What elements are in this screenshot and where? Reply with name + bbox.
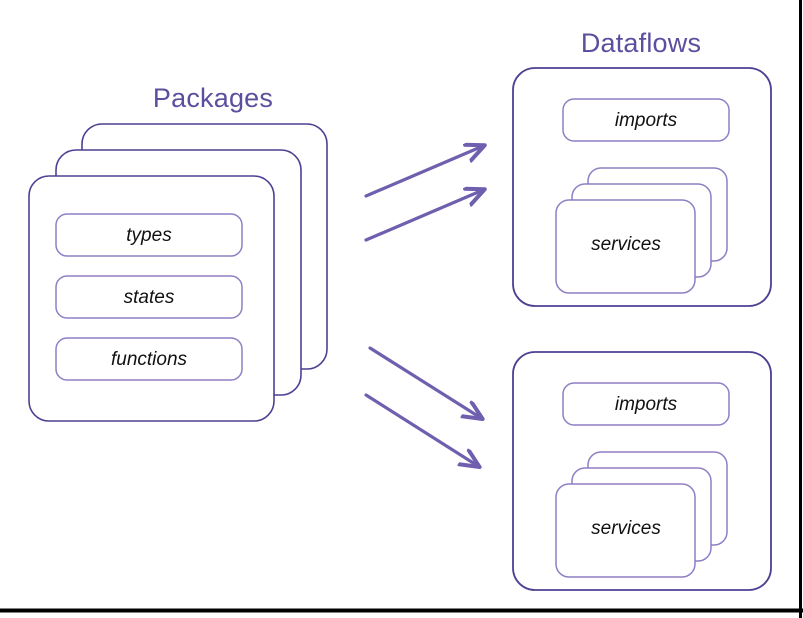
arrow-4 (364, 393, 478, 466)
dataflow-top-imports[interactable]: imports (562, 98, 730, 142)
package-item-states-box[interactable] (55, 275, 243, 319)
dataflow-group-top[interactable]: imports services (512, 67, 772, 307)
dataflow-top-imports-label: imports (615, 110, 678, 131)
dataflow-group-bottom[interactable]: imports services (512, 351, 772, 591)
dataflow-bottom-services-label: services (591, 518, 661, 539)
dataflow-top-imports-box[interactable] (562, 98, 730, 142)
arrows-group (364, 146, 483, 466)
packages-heading: Packages (153, 83, 273, 113)
package-item-states[interactable]: states (55, 275, 243, 319)
dataflow-bottom-services[interactable]: services (555, 451, 728, 578)
dataflow-top-services-label: services (591, 234, 661, 255)
packages-group[interactable]: Packages types states functions (28, 83, 328, 422)
dataflow-bottom-imports-box[interactable] (562, 382, 730, 426)
dataflow-bottom-imports-label: imports (615, 394, 678, 415)
arrow-2 (364, 190, 483, 242)
dataflow-bottom-imports[interactable]: imports (562, 382, 730, 426)
dataflow-top-services-card-front[interactable] (555, 199, 696, 294)
dataflows-heading: Dataflows (581, 28, 701, 58)
dataflow-top-services[interactable]: services (555, 167, 728, 294)
arrow-1 (364, 146, 483, 198)
arrow-3 (368, 346, 481, 418)
package-item-types-label: types (126, 225, 172, 246)
package-item-types[interactable]: types (55, 213, 243, 257)
package-item-functions-label: functions (111, 349, 188, 370)
package-item-states-label: states (124, 287, 175, 308)
package-item-functions-box[interactable] (55, 337, 243, 381)
package-item-types-box[interactable] (55, 213, 243, 257)
dataflow-bottom-services-card-front[interactable] (555, 483, 696, 578)
package-item-functions[interactable]: functions (55, 337, 243, 381)
